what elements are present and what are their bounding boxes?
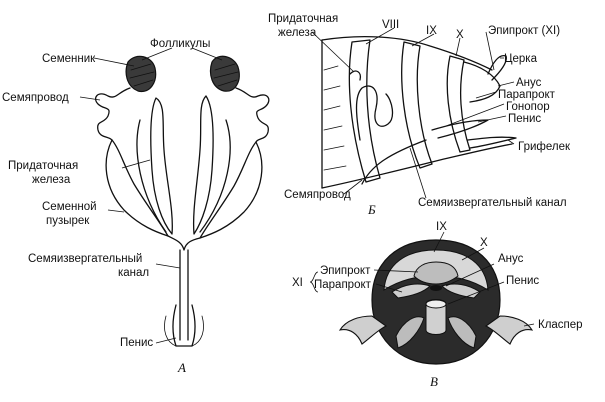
label-clasper: Класпер: [538, 319, 583, 331]
ejaculatory-duct-b: [361, 139, 427, 185]
penis-sheath-left: [164, 315, 177, 347]
epiproct-b: [463, 61, 501, 103]
paraproct-v-left: [391, 283, 431, 299]
label-penis-a: Пенис: [120, 337, 153, 349]
panel-b-drawing: [321, 35, 517, 189]
vas-deferens-right: [235, 87, 270, 143]
ventral-lobe-right: [447, 316, 477, 349]
label-anus-v: Анус: [498, 253, 524, 265]
accessory-gland-b: [349, 70, 362, 81]
label-accessory-gland-b-2: железа: [278, 27, 317, 39]
ventral-lobe-left: [395, 316, 425, 349]
label-anus-b: Анус: [516, 77, 542, 89]
section-hatching: [323, 65, 347, 171]
label-segment-ix-v: IX: [436, 221, 447, 233]
label-ejaculatory-duct-a-2: канал: [118, 267, 149, 279]
segment-x: [446, 55, 471, 153]
label-penis-b: Пенис: [508, 113, 541, 125]
panel-letter-a: А: [177, 360, 186, 375]
label-accessory-gland-a-1: Придаточная: [8, 160, 78, 172]
label-ejaculatory-duct-a-1: Семяизвергательный: [28, 253, 142, 265]
label-follicles: Фолликулы: [150, 38, 210, 50]
label-gonopore: Гонопор: [506, 101, 550, 113]
label-cercus: Церка: [504, 53, 538, 65]
label-ejaculatory-duct-b: Семяизвергательный канал: [418, 197, 567, 209]
label-segment-viii: VIII: [382, 19, 399, 31]
panel-b-labels: Придаточная железа VIII IX X Эпипрокт (X…: [268, 13, 571, 217]
label-paraproct-b: Парапрокт: [498, 89, 556, 101]
label-testis: Семенник: [42, 53, 96, 65]
label-vas-deferens-a: Семяпровод: [2, 92, 69, 104]
clasper-right: [484, 315, 534, 345]
penis-b: [431, 119, 489, 139]
vas-deferens-b: [355, 85, 394, 141]
brace-xi: [309, 271, 319, 293]
duct-junction: [167, 235, 201, 251]
segment-ix: [401, 41, 433, 169]
abdomen-dorsal-outline: [321, 35, 493, 71]
label-accessory-gland-a-2: железа: [32, 174, 71, 186]
label-segment-ix-b: IX: [426, 25, 437, 37]
label-accessory-gland-b-1: Придаточная: [268, 13, 338, 25]
penis-a: [172, 304, 196, 347]
panel-v-leaders: [309, 231, 535, 327]
stylus: [467, 136, 517, 149]
testis-right: [209, 55, 240, 92]
accessory-gland-left: [150, 97, 173, 235]
label-stylus: Грифелек: [518, 141, 571, 153]
label-seminal-vesicle-1: Семенной: [42, 201, 97, 213]
segment-viii: [348, 39, 381, 183]
panel-b-leaders: [311, 27, 515, 199]
label-segment-x-b: X: [456, 29, 464, 41]
label-paraproct-v: Парапрокт: [314, 279, 372, 291]
anus-v: [430, 285, 442, 291]
label-segment-x-v: X: [480, 237, 488, 249]
panel-a-labels: Семенник Фолликулы Семяпровод Придаточна…: [2, 38, 210, 375]
vas-deferens-left: [94, 87, 131, 141]
panel-v-labels: IX X Анус XI Эпипрокт Парапрокт Пенис Кл…: [292, 221, 583, 389]
abdomen-ventral-outline: [321, 143, 513, 189]
label-epiproct-v: Эпипрокт: [320, 265, 371, 277]
label-segment-xi: XI: [292, 277, 303, 289]
panel-a-drawing: [94, 55, 270, 347]
accessory-tubule-left: [136, 119, 167, 233]
testis-left: [125, 55, 157, 93]
label-vas-deferens-b: Семяпровод: [284, 189, 351, 201]
epiproct-v: [413, 261, 459, 285]
panel-letter-v: В: [430, 374, 438, 389]
accessory-gland-right: [192, 95, 214, 235]
panel-letter-b: Б: [367, 202, 376, 217]
cercus: [487, 54, 507, 81]
ejaculatory-duct: [179, 249, 189, 341]
accessory-tubule-right: [199, 119, 231, 233]
penis-sheath-right: [191, 315, 204, 347]
label-seminal-vesicle-2: пузырек: [46, 215, 90, 227]
label-epiproct-b: Эпипрокт (XI): [488, 25, 560, 37]
label-penis-v: Пенис: [506, 275, 539, 287]
panel-a-leaders: [79, 47, 223, 344]
clasper-left: [338, 315, 388, 345]
